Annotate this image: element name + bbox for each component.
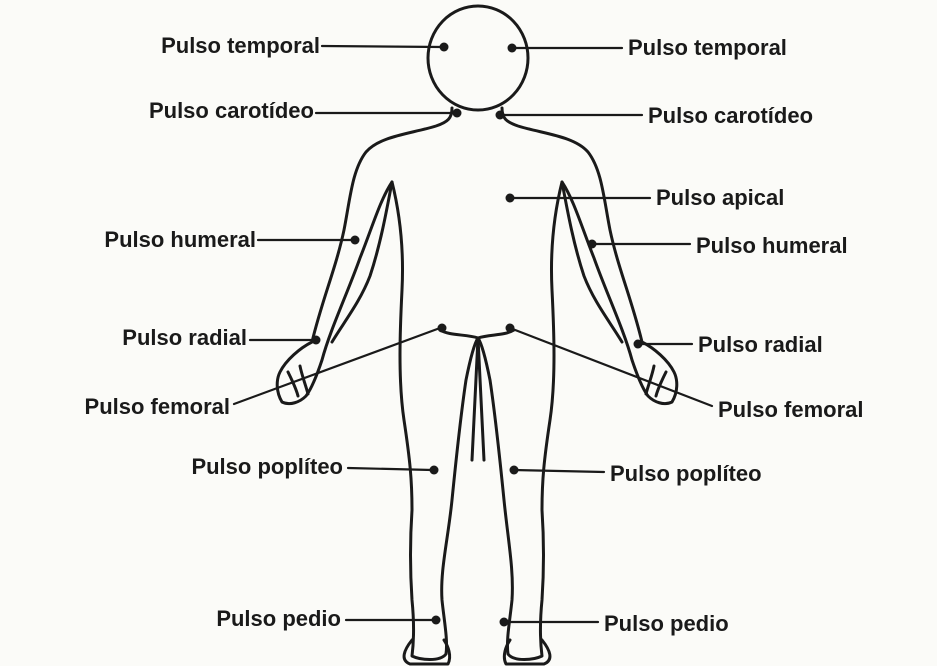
pulse-dot-pedal-right (500, 618, 509, 627)
label-humeral-left: Pulso humeral (104, 228, 256, 252)
pulse-dot-apical (506, 194, 515, 203)
inner-legs (472, 338, 484, 460)
label-temporal-left: Pulso temporal (161, 34, 320, 58)
left-inner-arm (332, 182, 392, 342)
pulse-dot-carotid-left (453, 109, 462, 118)
label-radial-left: Pulso radial (122, 326, 247, 350)
label-popliteal-left: Pulso poplíteo (191, 455, 343, 479)
pulse-dot-popliteal-left (430, 466, 439, 475)
label-radial-right: Pulso radial (698, 333, 823, 357)
pulse-dot-pedal-left (432, 616, 441, 625)
label-femoral-left: Pulso femoral (85, 395, 230, 419)
pulse-dot-femoral-left (438, 324, 447, 333)
pulse-dots (312, 43, 643, 627)
head-outline (428, 6, 528, 110)
label-carotid-right: Pulso carotídeo (648, 104, 813, 128)
pulse-dot-temporal-right (508, 44, 517, 53)
pulse-dot-humeral-left (351, 236, 360, 245)
label-femoral-right: Pulso femoral (718, 398, 863, 422)
pulse-dot-temporal-left (440, 43, 449, 52)
right-inner-arm (562, 182, 622, 342)
label-carotid-left: Pulso carotídeo (149, 99, 314, 123)
pulse-dot-popliteal-right (510, 466, 519, 475)
label-temporal-right: Pulso temporal (628, 36, 787, 60)
pulse-dot-radial-left (312, 336, 321, 345)
groin-lines (440, 330, 514, 338)
label-apical: Pulso apical (656, 186, 784, 210)
label-pedal-left: Pulso pedio (216, 607, 341, 631)
pulse-dot-radial-right (634, 340, 643, 349)
pulse-dot-carotid-right (496, 111, 505, 120)
label-pedal-right: Pulso pedio (604, 612, 729, 636)
label-popliteal-right: Pulso poplíteo (610, 462, 762, 486)
pulse-dot-femoral-right (506, 324, 515, 333)
pulse-dot-humeral-right (588, 240, 597, 249)
label-humeral-right: Pulso humeral (696, 234, 848, 258)
